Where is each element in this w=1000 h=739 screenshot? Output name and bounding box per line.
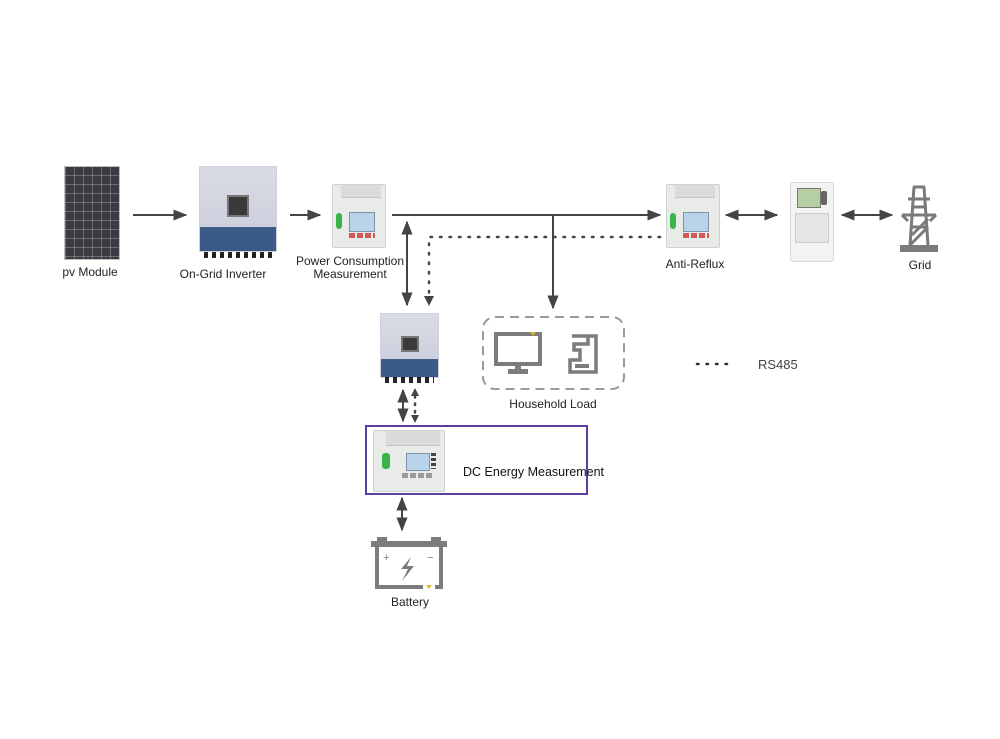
rs485-arrowhead [424, 296, 434, 306]
smart-meter-icon [790, 182, 834, 262]
battery-icon: + − [371, 537, 447, 589]
battery-plus: + [383, 552, 389, 564]
anti-reflux-label: Anti-Reflux [665, 257, 725, 271]
storage-inverter-icon [380, 313, 439, 383]
grid-label: Grid [908, 258, 932, 272]
battery-label: Battery [390, 595, 429, 609]
legend-rs485-label: RS485 [758, 357, 798, 372]
power-consumption-meter-icon [332, 184, 386, 248]
household-load-box [482, 316, 625, 390]
anti-reflux-meter-icon [666, 184, 720, 248]
power-consumption-label-line1: Power Consumption [295, 254, 405, 268]
dc-energy-measurement-label: DC Energy Measurement [463, 465, 605, 479]
on-grid-inverter-label: On-Grid Inverter [179, 267, 267, 281]
power-consumption-label: Power Consumption Measurement [290, 255, 410, 281]
household-load-label: Household Load [509, 397, 597, 411]
battery-minus: − [427, 552, 433, 564]
transmission-tower-icon [900, 185, 938, 252]
rs485-arrowhead-down [411, 415, 419, 423]
monitor-icon [494, 332, 542, 374]
power-consumption-label-line2: Measurement [313, 267, 387, 281]
rs485-line-anti-reflux-to-inverter [427, 235, 662, 302]
dc-energy-measurement-box [365, 425, 588, 495]
solar-panel-icon [64, 166, 120, 260]
coffee-machine-icon [568, 334, 598, 374]
rs485-arrowhead-up [411, 388, 419, 396]
on-grid-inverter-icon [199, 166, 277, 258]
pv-module-label: pv Module [62, 265, 118, 279]
dc-meter-icon [373, 430, 445, 492]
